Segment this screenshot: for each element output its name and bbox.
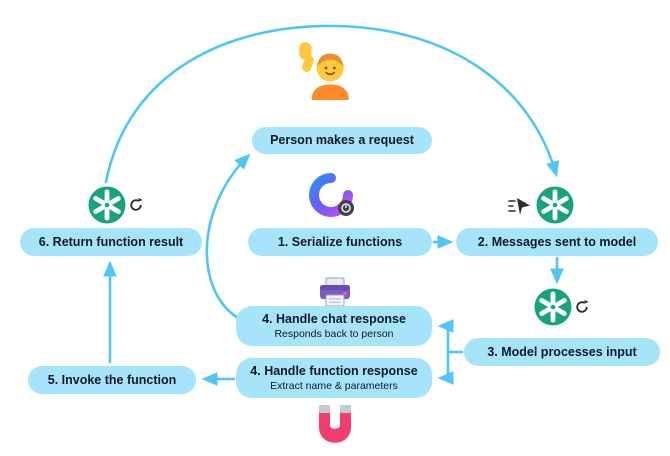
node-model-processes-input: 3. Model processes input (464, 338, 660, 366)
node-handle-chat-response: 4. Handle chat response Responds back to… (236, 306, 432, 346)
person-raising-hand-icon (294, 40, 354, 100)
refresh-icon (128, 197, 144, 213)
refresh-icon (574, 299, 590, 315)
openai-logo-icon (534, 288, 572, 326)
openai-logo-icon (536, 186, 574, 224)
node-handle-function-response: 4. Handle function response Extract name… (236, 358, 432, 398)
node-invoke-function: 5. Invoke the function (28, 366, 196, 394)
node-handle-chat-label: 4. Handle chat response (262, 312, 406, 327)
arrow-chat-to-person (205, 153, 251, 320)
copilot-icon (308, 172, 354, 218)
node-handle-function-label: 4. Handle function response (250, 364, 418, 379)
cursor-icon (508, 196, 532, 216)
printer-icon (318, 277, 352, 309)
magnet-icon (316, 403, 354, 445)
node-serialize-functions: 1. Serialize functions (248, 228, 432, 256)
node-messages-sent-to-model: 2. Messages sent to model (456, 228, 658, 256)
openai-logo-icon (88, 186, 126, 224)
node-handle-chat-sublabel: Responds back to person (274, 327, 394, 340)
node-handle-function-sublabel: Extract name & parameters (270, 379, 398, 392)
node-return-function-result: 6. Return function result (20, 228, 202, 256)
node-person-request: Person makes a request (252, 127, 432, 154)
arrow-return-to-model (104, 24, 560, 184)
